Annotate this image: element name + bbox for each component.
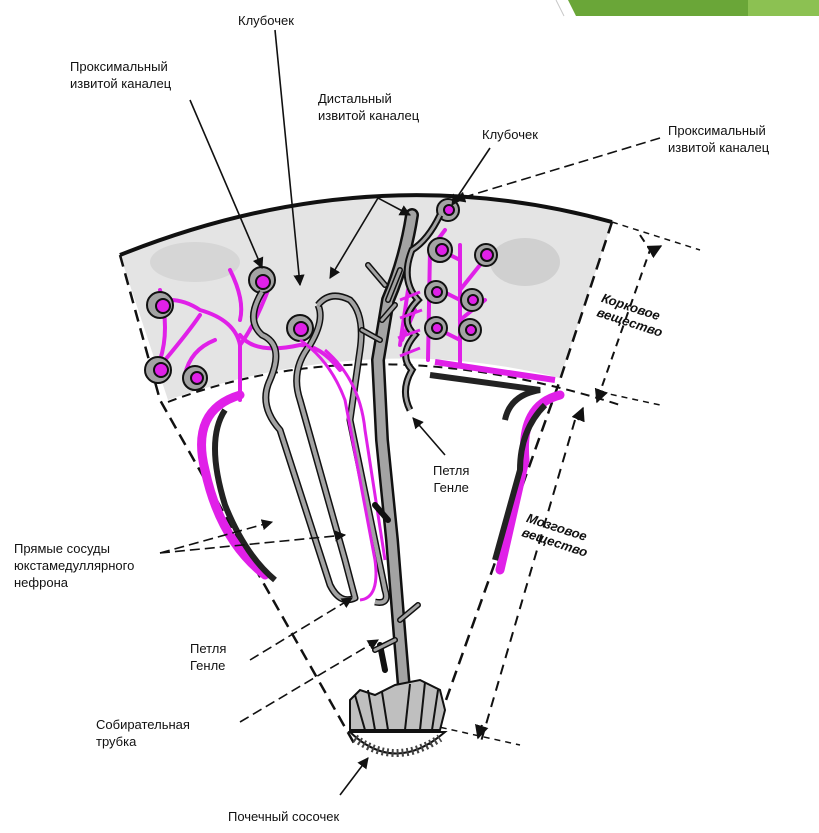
label-glomerulus-right: Клубочек	[482, 126, 538, 143]
label-henle-loop-left: Петля Генле	[190, 640, 226, 674]
label-vasa-recta: Прямые сосуды юкстамедуллярного нефрона	[14, 540, 134, 591]
label-distal-tubule: Дистальный извитой каналец	[318, 90, 419, 124]
label-proximal-tubule-left: Проксимальный извитой каналец	[70, 58, 171, 92]
label-renal-papilla: Почечный сосочек	[228, 808, 339, 825]
label-collecting-duct: Собирательная трубка	[96, 716, 190, 750]
cortex-shade-spot	[150, 242, 240, 282]
left-vasa-recta	[300, 340, 376, 600]
cortex-shade-spot-2	[490, 238, 560, 286]
label-henle-loop-center: Петля Генле	[433, 462, 469, 496]
label-glomerulus-top: Клубочек	[238, 12, 294, 29]
papilla	[350, 680, 445, 754]
label-proximal-tubule-right: Проксимальный извитой каналец	[668, 122, 769, 156]
